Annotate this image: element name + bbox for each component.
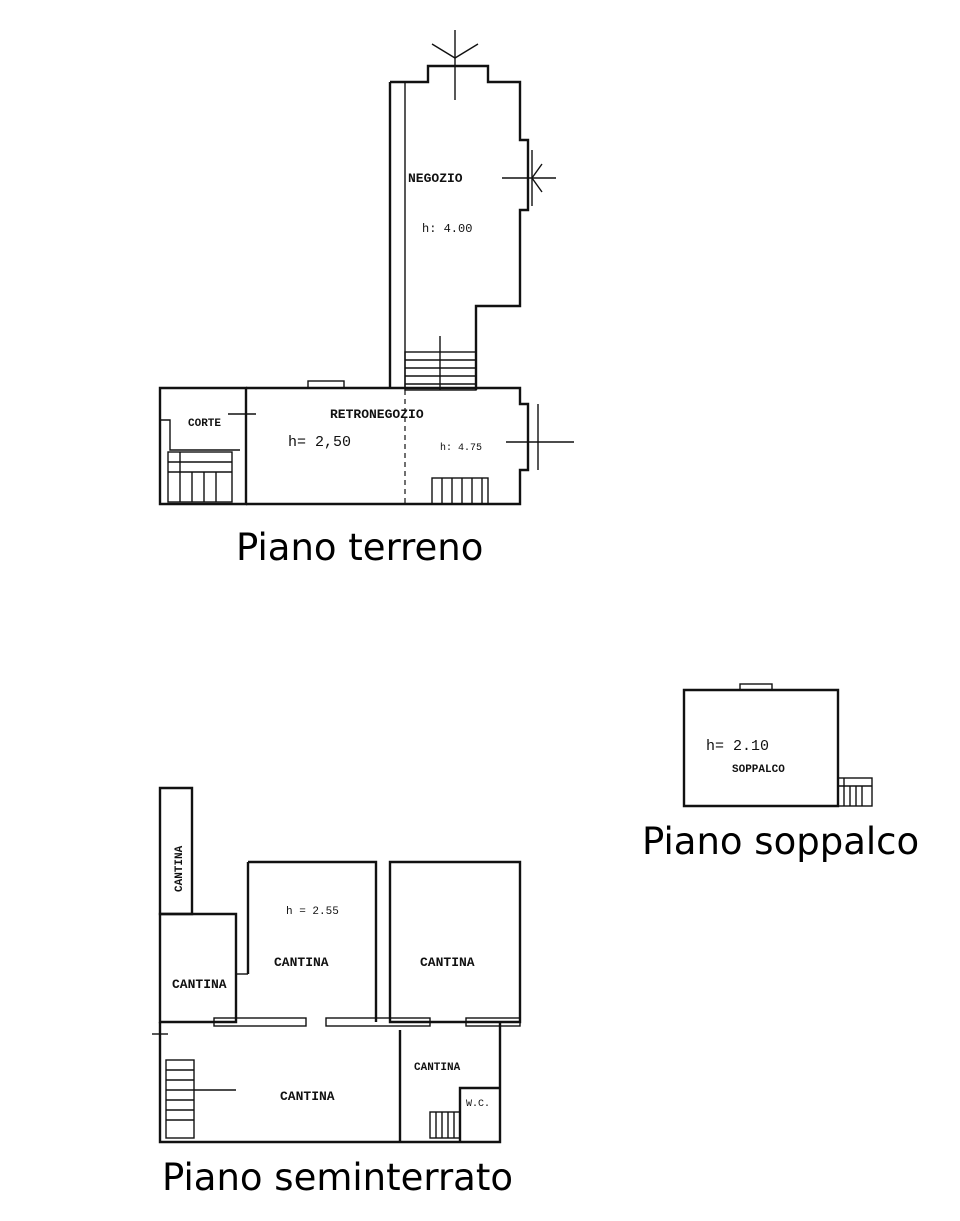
label-soppalco-height: h= 2.10 <box>706 738 769 755</box>
retro-stair <box>431 477 489 505</box>
label-wc: W.C. <box>466 1099 490 1110</box>
label-negozio-height: h: 4.00 <box>422 222 472 236</box>
basement-plan: CANTINA h = 2.55 CANTINA CANTINA CANTINA… <box>152 786 522 1144</box>
label-cantina-bottom: CANTINA <box>280 1089 335 1104</box>
label-basement-height: h = 2.55 <box>286 906 339 918</box>
label-corte: CORTE <box>188 418 221 430</box>
negozio-stair <box>404 336 477 391</box>
caption-piano-seminterrato: Piano seminterrato <box>162 1156 513 1199</box>
corte-stair <box>167 451 233 503</box>
ground-floor-plan: NEGOZIO h: 4.00 RETRONEGOZIO h= 2,50 h: … <box>158 30 574 506</box>
label-retro-height: h= 2,50 <box>288 434 351 451</box>
caption-piano-terreno: Piano terreno <box>236 526 483 569</box>
retronegozio-walls <box>158 386 248 506</box>
caption-piano-soppalco: Piano soppalco <box>642 820 919 863</box>
label-soppalco: SOPPALCO <box>732 764 785 776</box>
label-cantina-small: CANTINA <box>414 1062 461 1074</box>
mezzanine-plan: h= 2.10 SOPPALCO <box>682 683 873 808</box>
label-right-height: h: 4.75 <box>440 442 482 454</box>
label-retronegozio: RETRONEGOZIO <box>330 407 424 422</box>
label-cantina-right: CANTINA <box>420 955 475 970</box>
wc-stair <box>429 1111 461 1139</box>
mezzanine-stair <box>837 777 873 807</box>
label-cantina-left: CANTINA <box>172 977 227 992</box>
label-cantina-tall: CANTINA <box>174 845 186 892</box>
negozio-walls <box>390 64 530 390</box>
label-cantina-center: CANTINA <box>274 955 329 970</box>
label-negozio: NEGOZIO <box>408 171 463 186</box>
basement-stair <box>165 1059 236 1139</box>
